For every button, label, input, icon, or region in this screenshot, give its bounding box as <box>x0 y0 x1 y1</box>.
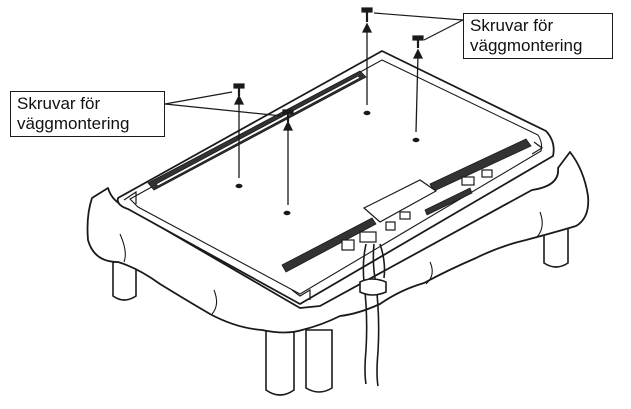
guide-arrow-1 <box>233 94 245 105</box>
table-leg-front-left <box>265 327 295 396</box>
cloth-fold-3 <box>425 261 433 285</box>
callout-right-line2: väggmontering <box>470 36 583 55</box>
screw-holes <box>235 110 420 216</box>
screw-2 <box>282 109 294 122</box>
screw-1 <box>233 83 245 96</box>
cloth-fold-4 <box>535 211 543 239</box>
tablecloth <box>86 151 590 334</box>
screw-hole-back-right <box>363 110 371 116</box>
guide-arrow-2 <box>282 120 294 131</box>
leader-left-1 <box>164 91 233 105</box>
screw-3 <box>361 7 373 22</box>
leader-right-1 <box>373 12 464 21</box>
screw-guide-lines <box>233 22 424 205</box>
tv-panel-inner <box>129 59 543 295</box>
terminal-jack-1 <box>399 211 411 220</box>
terminal-jack-6 <box>359 231 377 243</box>
tv-panel-outer <box>116 50 555 305</box>
callout-wall-mount-screws-right: Skruvar för väggmontering <box>463 13 613 59</box>
table-leg-front-right <box>305 329 333 393</box>
panel-corner-bracket-left <box>123 190 137 204</box>
callout-leaders <box>164 12 464 117</box>
cloth-fold-1 <box>119 233 126 263</box>
screw-hole-front-left <box>283 210 291 216</box>
leader-left-2 <box>164 103 283 117</box>
screw-4 <box>412 35 424 48</box>
tv-panel <box>116 50 555 305</box>
screw-hole-back-left <box>235 183 243 189</box>
table-leg-back-left <box>112 261 137 301</box>
guide-arrow-3 <box>361 22 373 33</box>
callout-left-line2: väggmontering <box>17 114 130 133</box>
cloth-fold-2 <box>211 289 218 315</box>
terminal-plate <box>362 179 438 223</box>
terminal-jack-4 <box>481 169 493 178</box>
panel-corner-bracket-right <box>531 141 544 155</box>
guide-line-4 <box>415 53 419 133</box>
cable-3 <box>379 243 386 279</box>
cable-2 <box>372 243 380 387</box>
terminal-jack-3 <box>461 176 475 186</box>
callout-right-line1: Skruvar för <box>470 16 554 35</box>
callout-left-line1: Skruvar för <box>17 94 101 113</box>
terminal-area <box>341 169 493 251</box>
vent-strip-bottom-left <box>281 217 377 273</box>
callout-wall-mount-screws-left: Skruvar för väggmontering <box>10 91 165 137</box>
vent-strips <box>147 70 532 273</box>
vent-strip-right-lower <box>424 187 473 216</box>
screw-hole-front-right <box>412 137 420 143</box>
cable-1 <box>362 243 368 385</box>
panel-corner-bracket-bottom <box>291 288 311 300</box>
leader-right-2 <box>423 19 464 41</box>
guide-arrow-4 <box>412 48 424 59</box>
terminal-jack-5 <box>341 239 355 251</box>
tablecloth-folds <box>119 211 543 315</box>
terminal-jack-2 <box>385 221 396 231</box>
cable-tie <box>359 278 387 296</box>
cable-icon <box>359 243 387 387</box>
screw-icon <box>233 7 424 122</box>
